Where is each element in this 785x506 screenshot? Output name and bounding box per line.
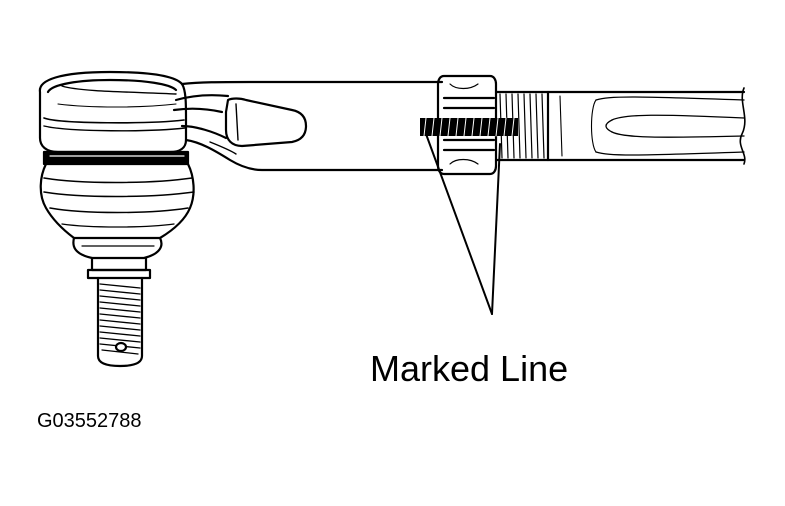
ball-joint-housing [38,70,188,154]
lock-nut [436,74,498,176]
collar-band [42,150,190,166]
ball-stud [86,256,152,368]
callout-leader-lines [425,133,501,315]
tie-rod-tube [546,87,746,165]
marked-line-label: Marked Line [370,348,569,389]
figure-id: G03552788 [37,410,142,432]
tie-rod-arm [172,80,444,172]
dust-boot [39,162,195,260]
marked-line-mark [420,117,518,137]
